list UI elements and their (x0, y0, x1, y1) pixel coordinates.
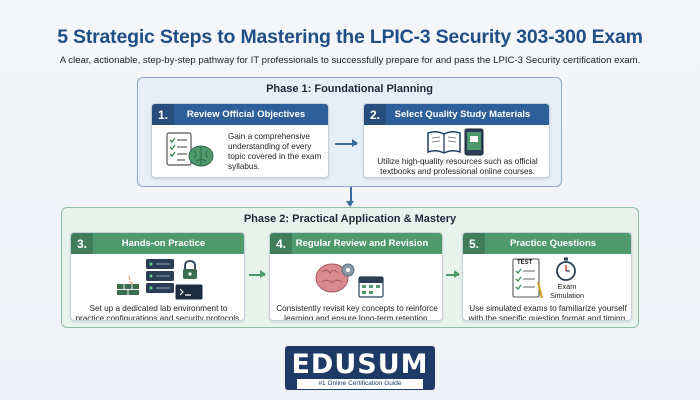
step-5-description: Use simulated exams to familiarize yours… (468, 304, 628, 321)
step-4-number: 4. (270, 233, 292, 254)
step-1-label: Review Official Objectives (186, 109, 306, 120)
firewall-icon (117, 275, 139, 295)
server-icon (146, 259, 174, 293)
step-4-header: 4. Regular Review and Revision (270, 233, 442, 254)
edusum-logo: EDUSUM #1 Online Certification Guide (285, 346, 435, 390)
arrow-phase1-to-phase2 (347, 187, 353, 207)
step-1-number: 1. (152, 104, 174, 125)
phase-2-title: Phase 2: Practical Application & Mastery (243, 213, 457, 225)
step-2-label: Select Quality Study Materials (394, 109, 531, 120)
step-3-number: 3. (71, 233, 93, 254)
step-4-label: Regular Review and Revision (295, 238, 429, 249)
phase-1-title: Phase 1: Foundational Planning (266, 83, 433, 95)
arrow-step3-to-step4 (249, 271, 266, 277)
terminal-icon (175, 284, 203, 300)
lock-icon (183, 260, 197, 279)
page-subtitle: A clear, actionable, step-by-step pathwa… (59, 55, 641, 66)
step-1-header: 1. Review Official Objectives (152, 104, 328, 125)
stopwatch-icon (556, 257, 576, 281)
step-2-card: 2. Select Quality Study Materials Utiliz… (363, 103, 550, 178)
step-3-header: 3. Hands-on Practice (71, 233, 244, 254)
step-2-description: Utilize high-quality resources such as o… (377, 157, 538, 176)
checklist-icon (166, 132, 192, 166)
brain-icon (188, 145, 214, 167)
step-5-header: 5. Practice Questions (463, 233, 631, 254)
exam-simulation-label: Exam Simulation (549, 282, 585, 300)
step-5-card: 5. Practice Questions TEST (462, 232, 632, 321)
step-3-label: Hands-on Practice (121, 238, 206, 249)
phase-2-panel: Phase 2: Practical Application & Mastery… (61, 207, 639, 328)
brain-gears-icon (315, 263, 355, 293)
step-4-description: Consistently revisit key concepts to rei… (276, 304, 438, 321)
arrow-step1-to-step2 (335, 140, 358, 146)
arrow-step4-to-step5 (446, 271, 460, 277)
page-title: 5 Strategic Steps to Mastering the LPIC-… (57, 26, 643, 48)
test-sheet-icon: TEST (511, 258, 544, 300)
tablet-icon (464, 128, 484, 156)
step-2-header: 2. Select Quality Study Materials (364, 104, 549, 125)
logo-name: EDUSUM (291, 349, 429, 380)
step-3-description: Set up a dedicated lab environment to pr… (75, 304, 242, 321)
phase-1-panel: Phase 1: Foundational Planning 1. Review… (137, 77, 562, 187)
calendar-icon (358, 276, 384, 298)
step-2-number: 2. (364, 104, 386, 125)
step-5-label: Practice Questions (509, 238, 597, 249)
logo-tagline: #1 Online Certification Guide (297, 379, 423, 389)
step-4-card: 4. Regular Review and Revision Consisten… (269, 232, 443, 321)
book-icon (427, 130, 461, 154)
test-label: TEST (517, 260, 533, 266)
step-1-card: 1. Review Official Objectives Gain a com… (151, 103, 329, 178)
step-3-card: 3. Hands-on Practice (70, 232, 245, 321)
step-5-number: 5. (463, 233, 485, 254)
step-1-description: Gain a comprehensive understanding of ev… (228, 132, 322, 171)
